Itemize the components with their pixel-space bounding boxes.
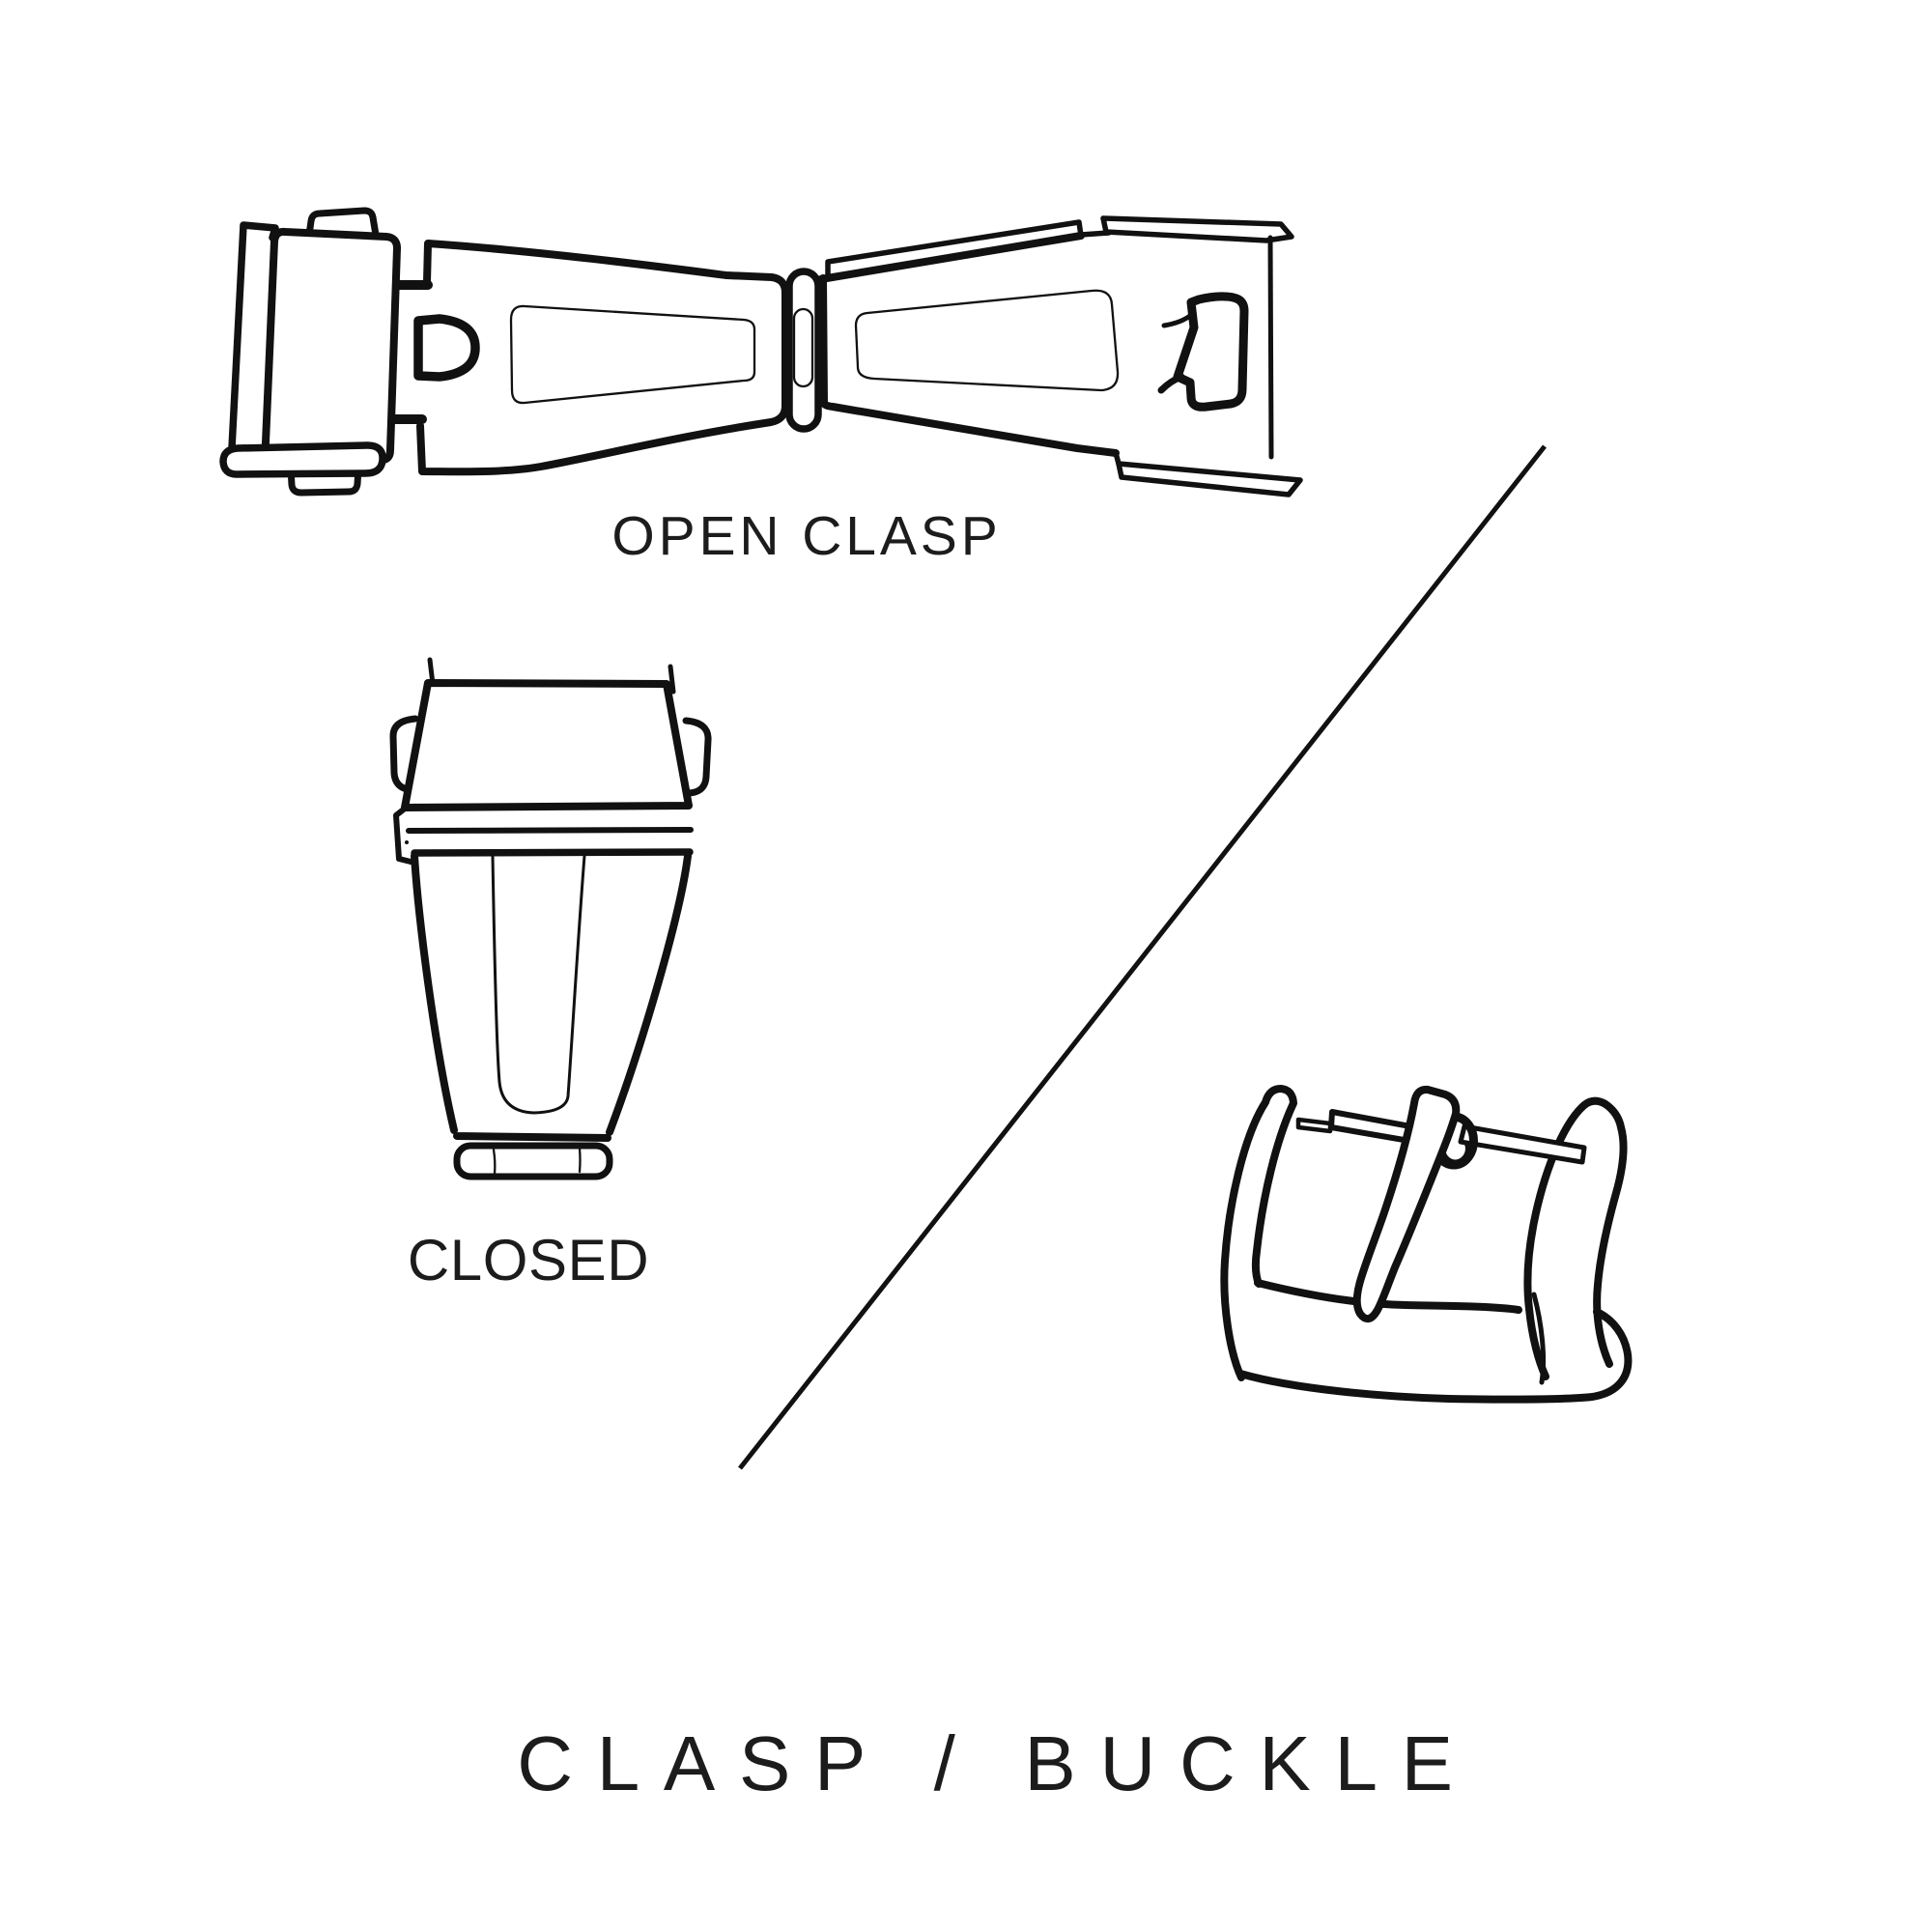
svg-text:CLOSED: CLOSED [408, 1228, 649, 1293]
svg-text:OPEN CLASP: OPEN CLASP [611, 505, 1001, 567]
svg-text:CLASP / BUCKLE: CLASP / BUCKLE [517, 1720, 1477, 1806]
